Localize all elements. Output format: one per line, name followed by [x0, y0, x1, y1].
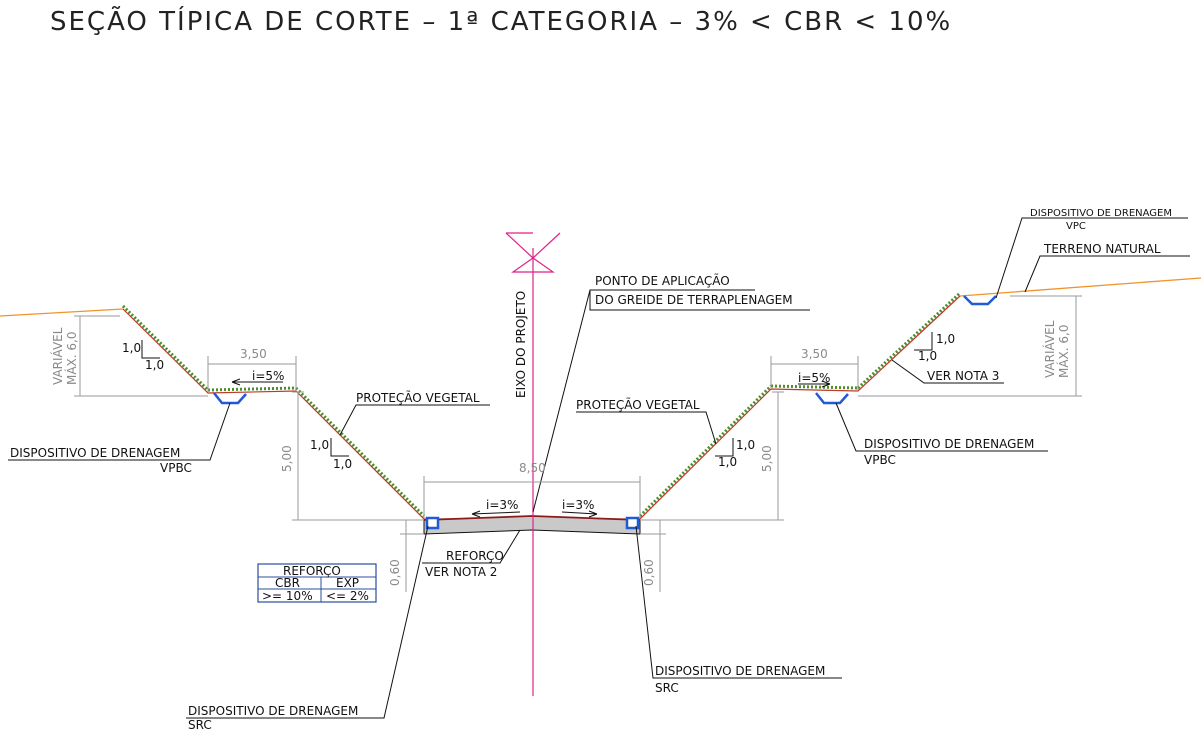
ponto-label-2: DO GREIDE DE TERRAPLENAGEM [595, 293, 793, 307]
protecao-left-label: PROTEÇÃO VEGETAL [356, 390, 480, 405]
slope-berm-left: i=5% [252, 369, 284, 383]
vpbc-right-leader [835, 402, 1048, 452]
table-col-exp: EXP [336, 576, 359, 590]
protecao-right-label: PROTEÇÃO VEGETAL [576, 397, 700, 412]
vpc-label: DISPOSITIVO DE DRENAGEM [1030, 208, 1172, 219]
var-right-2: MÁX. 6,0 [1056, 325, 1071, 379]
axis-label: EIXO DO PROJETO [514, 291, 528, 398]
project-axis-symbol [505, 232, 561, 273]
src-left-code: SRC [188, 718, 212, 732]
dim-berm-right-text: 3,50 [801, 347, 828, 361]
slope-berm-right-arrow [798, 380, 831, 388]
nota2-label: VER NOTA 2 [425, 565, 497, 579]
ratio-2-mark [330, 438, 349, 457]
table-col-cbr: CBR [275, 576, 300, 590]
src-right-leader [635, 525, 842, 679]
dim-sub-left [400, 520, 424, 592]
dim-berm-right [770, 356, 859, 390]
ratio-1-v: 1,0 [122, 341, 141, 355]
ratio-2-h: 1,0 [333, 457, 352, 471]
ratio-2-v: 1,0 [310, 438, 329, 452]
slope-berm-right: i=5% [798, 371, 830, 385]
reforco-leader [422, 529, 521, 564]
slope-road-right: i=3% [562, 498, 594, 512]
ratio-1-mark [141, 340, 160, 359]
terrain-right [959, 277, 1201, 297]
ponto-leader [532, 289, 810, 513]
ratio-3-mark [715, 438, 734, 457]
vpbc-right-code: VPBC [864, 453, 896, 467]
src-left-leader [186, 525, 429, 719]
slope-berm-left-arrow [231, 378, 283, 386]
protecao-right-leader [576, 411, 717, 445]
dim-var-left [74, 315, 208, 397]
ratio-4-mark [914, 332, 933, 351]
grass-slope-right-upper [856, 291, 962, 390]
vpbc-right-label: DISPOSITIVO DE DRENAGEM [864, 437, 1034, 451]
src-left-label: DISPOSITIVO DE DRENAGEM [188, 704, 358, 718]
terreno-leader [1024, 255, 1190, 293]
terreno-label: TERRENO NATURAL [1043, 242, 1161, 256]
grass-berm-right [770, 384, 859, 390]
dim-height-right-text: 5,00 [760, 445, 774, 472]
dim-sub-right-text: 0,60 [642, 559, 656, 586]
ratio-4-v: 1,0 [936, 332, 955, 346]
dim-height-left-text: 5,00 [280, 445, 294, 472]
src-right-code: SRC [655, 681, 679, 695]
drain-src-right [625, 516, 640, 530]
drain-vpc [963, 295, 997, 306]
ratio-3-v: 1,0 [736, 438, 755, 452]
grass-slope-right-lower [638, 384, 773, 518]
nota3-leader [891, 359, 1004, 384]
drawing-title: SEÇÃO TÍPICA DE CORTE – 1ª CATEGORIA – 3… [50, 5, 952, 37]
dim-berm-left [207, 356, 297, 392]
dim-sub-left-text: 0,60 [388, 559, 402, 586]
cut-profile [122, 295, 961, 520]
dim-sub-right [640, 520, 666, 592]
nota3-label: VER NOTA 3 [927, 369, 999, 383]
var-right-1: VARIÁVEL [1042, 320, 1057, 378]
src-right-label: DISPOSITIVO DE DRENAGEM [655, 664, 825, 678]
var-left-1: VARIÁVEL [50, 327, 65, 385]
drain-vpbc-right [815, 392, 849, 405]
dim-platform [423, 476, 641, 518]
drain-src-left [425, 516, 440, 530]
grass-berm-left [207, 386, 297, 392]
vpbc-left-leader [8, 402, 231, 461]
vpbc-left-code: VPBC [160, 461, 192, 475]
slope-road-left-arrow [471, 510, 521, 518]
ratio-4-h: 1,0 [918, 349, 937, 363]
dim-platform-text: 8,50 [519, 461, 546, 475]
terrain-left [0, 308, 124, 317]
road-surface [423, 515, 641, 521]
var-left-2: MÁX. 6,0 [64, 332, 79, 386]
dim-height-right [640, 391, 784, 521]
table-header: REFORÇO [283, 564, 341, 578]
protecao-left-leader [339, 404, 490, 436]
drain-vpbc-left [213, 392, 247, 405]
reforco-table: REFORÇO CBR EXP >= 10% <= 2% [257, 563, 377, 603]
ratio-1-h: 1,0 [145, 358, 164, 372]
dim-var-right [858, 295, 1082, 397]
grass-slope-left-lower [294, 386, 426, 518]
table-val-cbr: >= 10% [262, 589, 313, 603]
reforco-label: REFORÇO [446, 549, 504, 563]
vpc-code: VPC [1066, 221, 1086, 232]
slope-road-left: i=3% [486, 498, 518, 512]
vpc-leader [995, 217, 1188, 299]
ratio-3-h: 1,0 [718, 455, 737, 469]
slope-road-right-arrow [561, 510, 598, 518]
dim-height-left [292, 391, 424, 521]
dim-berm-left-text: 3,50 [240, 347, 267, 361]
table-val-exp: <= 2% [326, 589, 369, 603]
vpbc-left-label: DISPOSITIVO DE DRENAGEM [10, 446, 180, 460]
ponto-label-1: PONTO DE APLICAÇÃO [595, 273, 730, 288]
